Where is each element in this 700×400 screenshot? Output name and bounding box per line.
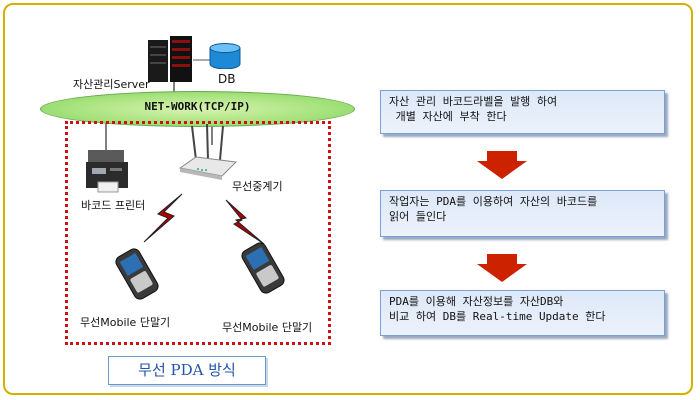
barcode-printer-icon bbox=[84, 148, 130, 198]
process-step-3: PDA를 이용해 자산정보를 자산DB와 비교 하여 DB를 Real-time… bbox=[380, 290, 665, 336]
down-arrow-icon bbox=[477, 151, 527, 183]
down-arrow-icon bbox=[477, 254, 527, 286]
terminal-left-label: 무선Mobile 단말기 bbox=[80, 316, 171, 329]
process-step-2: 작업자는 PDA를 이용하여 자산의 바코드를 읽어 들인다 bbox=[380, 190, 665, 237]
printer-label: 바코드 프린터 bbox=[81, 199, 146, 212]
network-label: NET-WORK(TCP/IP) bbox=[144, 100, 251, 113]
mobile-terminal-right-icon bbox=[236, 240, 290, 300]
method-title-box: 무선 PDA 방식 bbox=[108, 356, 266, 385]
method-title: 무선 PDA 방식 bbox=[138, 361, 236, 379]
db-label: DB bbox=[218, 72, 236, 86]
server-label: 자산관리Server bbox=[73, 78, 150, 91]
process-step-1: 자산 관리 바코드라벨을 발행 하여 개별 자산에 부착 한다 bbox=[380, 90, 665, 134]
process-step-text: 작업자는 PDA를 이용하여 자산의 바코드를 읽어 들인다 bbox=[389, 195, 598, 223]
wireless-repeater-icon bbox=[176, 123, 240, 186]
wireless-zone bbox=[65, 121, 331, 345]
mobile-terminal-left-icon bbox=[110, 246, 164, 306]
process-step-text: 자산 관리 바코드라벨을 발행 하여 개별 자산에 부착 한다 bbox=[389, 95, 558, 123]
process-step-text: PDA를 이용해 자산정보를 자산DB와 비교 하여 DB를 Real-time… bbox=[389, 295, 606, 323]
lightning-bolt-left-icon bbox=[140, 192, 188, 248]
repeater-label: 무선중계기 bbox=[232, 180, 283, 193]
database-icon bbox=[208, 43, 242, 73]
terminal-right-label: 무선Mobile 단말기 bbox=[222, 321, 313, 334]
server-icon bbox=[148, 36, 194, 88]
